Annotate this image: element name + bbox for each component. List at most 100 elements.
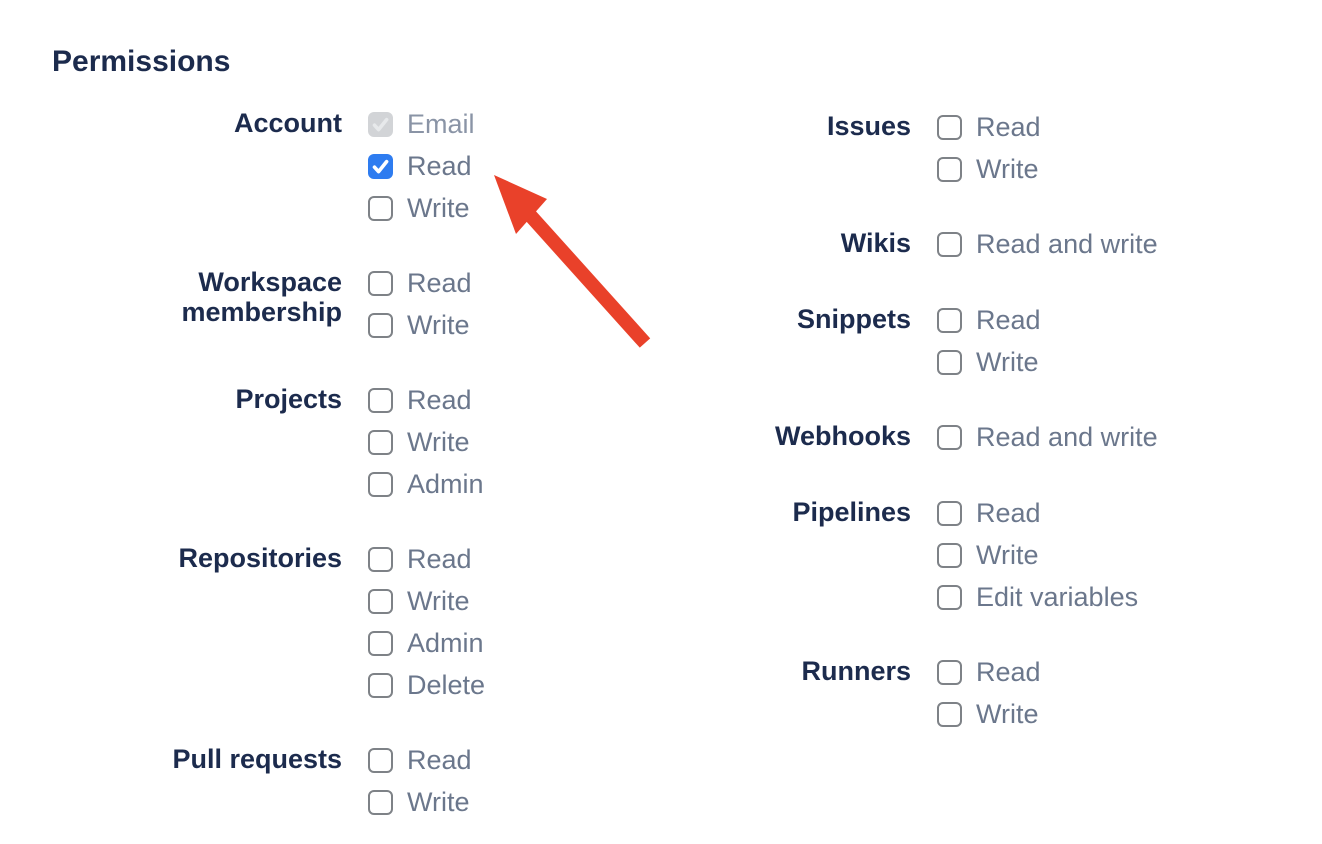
permission-option-workspace-membership-write[interactable]: Write <box>368 310 472 340</box>
checkbox-account-email <box>368 112 393 137</box>
checkbox-workspace-membership-read[interactable] <box>368 271 393 296</box>
permission-option-account-email: Email <box>368 111 475 138</box>
permission-option-account-write[interactable]: Write <box>368 193 475 223</box>
permission-option-pull-requests-write[interactable]: Write <box>368 787 472 817</box>
permission-group-label: Workspace membership <box>181 267 342 327</box>
permission-option-label: Write <box>407 787 470 817</box>
annotation-arrow-head <box>494 175 547 234</box>
permission-option-projects-read[interactable]: Read <box>368 385 484 415</box>
permission-option-repositories-read[interactable]: Read <box>368 544 485 574</box>
checkbox-repositories-read[interactable] <box>368 547 393 572</box>
permission-option-issues-read[interactable]: Read <box>937 114 1041 141</box>
permission-option-label: Read <box>407 544 472 574</box>
permission-option-projects-write[interactable]: Write <box>368 427 484 457</box>
permission-option-label: Read <box>976 305 1041 335</box>
checkbox-pipelines-read[interactable] <box>937 501 962 526</box>
checkbox-pipelines-write[interactable] <box>937 543 962 568</box>
permission-options: Read and write <box>937 229 1158 259</box>
permission-group-label: Pipelines <box>792 497 911 527</box>
checkbox-runners-read[interactable] <box>937 660 962 685</box>
permission-option-webhooks-read-and-write[interactable]: Read and write <box>937 422 1158 452</box>
permission-option-issues-write[interactable]: Write <box>937 154 1041 184</box>
permission-option-label: Write <box>976 540 1039 570</box>
checkbox-projects-read[interactable] <box>368 388 393 413</box>
permission-option-label: Read <box>407 151 472 181</box>
checkbox-runners-write[interactable] <box>937 702 962 727</box>
permission-option-label: Read and write <box>976 422 1158 452</box>
checkbox-account-write[interactable] <box>368 196 393 221</box>
permission-option-label: Read <box>407 268 472 298</box>
permission-group-label: Wikis <box>840 228 911 258</box>
permission-group-label: Issues <box>826 111 911 141</box>
checkbox-projects-admin[interactable] <box>368 472 393 497</box>
checkbox-repositories-delete[interactable] <box>368 673 393 698</box>
checkbox-pull-requests-read[interactable] <box>368 748 393 773</box>
checkbox-workspace-membership-write[interactable] <box>368 313 393 338</box>
checkbox-snippets-read[interactable] <box>937 308 962 333</box>
permission-option-label: Edit variables <box>976 582 1139 612</box>
permission-option-snippets-read[interactable]: Read <box>937 305 1041 335</box>
permission-group-label: Account <box>234 108 342 138</box>
permission-option-label: Delete <box>407 670 486 700</box>
permission-option-label: Read and write <box>976 229 1158 259</box>
permission-option-label: Write <box>407 427 470 457</box>
annotation-arrow <box>494 175 651 348</box>
permission-option-label: Read <box>976 657 1041 687</box>
permission-option-label: Write <box>407 310 470 340</box>
permission-option-wikis-read-and-write[interactable]: Read and write <box>937 229 1158 259</box>
permission-option-workspace-membership-read[interactable]: Read <box>368 268 472 298</box>
permission-option-snippets-write[interactable]: Write <box>937 347 1041 377</box>
permission-option-projects-admin[interactable]: Admin <box>368 471 484 498</box>
checkbox-pull-requests-write[interactable] <box>368 790 393 815</box>
page-title: Permissions <box>52 45 231 78</box>
permission-options: Read and write <box>937 422 1158 452</box>
permission-option-label: Write <box>976 154 1039 184</box>
checkbox-projects-write[interactable] <box>368 430 393 455</box>
checkbox-account-read[interactable] <box>368 154 393 179</box>
checkmark-icon <box>372 117 389 132</box>
permission-option-runners-write[interactable]: Write <box>937 701 1041 728</box>
checkbox-snippets-write[interactable] <box>937 350 962 375</box>
permission-option-label: Read <box>407 385 472 415</box>
permission-option-repositories-write[interactable]: Write <box>368 588 485 615</box>
permission-group-wikis: Wikis Read and write <box>716 228 1158 259</box>
permission-option-pipelines-read[interactable]: Read <box>937 498 1138 528</box>
permission-option-repositories-delete[interactable]: Delete <box>368 670 486 700</box>
permission-option-account-read[interactable]: Read <box>368 151 475 181</box>
permission-option-label: Write <box>976 347 1039 377</box>
annotation-arrow-shaft <box>523 209 651 348</box>
checkbox-issues-read[interactable] <box>937 115 962 140</box>
permission-option-label: Read <box>976 498 1041 528</box>
permission-group-label: Runners <box>801 656 911 686</box>
permission-option-pipelines-edit-variables[interactable]: Edit variables <box>937 582 1139 612</box>
permission-option-label: Write <box>407 193 470 223</box>
permission-group-webhooks: Webhooks Read and write <box>716 421 1158 452</box>
checkbox-repositories-admin[interactable] <box>368 631 393 656</box>
permission-option-pull-requests-read[interactable]: Read <box>368 747 472 774</box>
permission-option-pipelines-write[interactable]: Write <box>937 540 1138 570</box>
permission-option-label: Admin <box>407 628 484 658</box>
checkbox-webhooks-read-and-write[interactable] <box>937 425 962 450</box>
checkbox-issues-write[interactable] <box>937 157 962 182</box>
checkbox-wikis-read-and-write[interactable] <box>937 232 962 257</box>
permission-option-runners-read[interactable]: Read <box>937 657 1041 687</box>
permission-group-label: Webhooks <box>774 421 911 451</box>
permission-group-label: Pull requests <box>172 744 342 774</box>
permission-option-repositories-admin[interactable]: Admin <box>368 628 485 658</box>
checkmark-icon <box>372 159 389 174</box>
checkbox-repositories-write[interactable] <box>368 589 393 614</box>
permission-group-label: Repositories <box>178 543 342 573</box>
checkbox-pipelines-edit-variables[interactable] <box>937 585 962 610</box>
